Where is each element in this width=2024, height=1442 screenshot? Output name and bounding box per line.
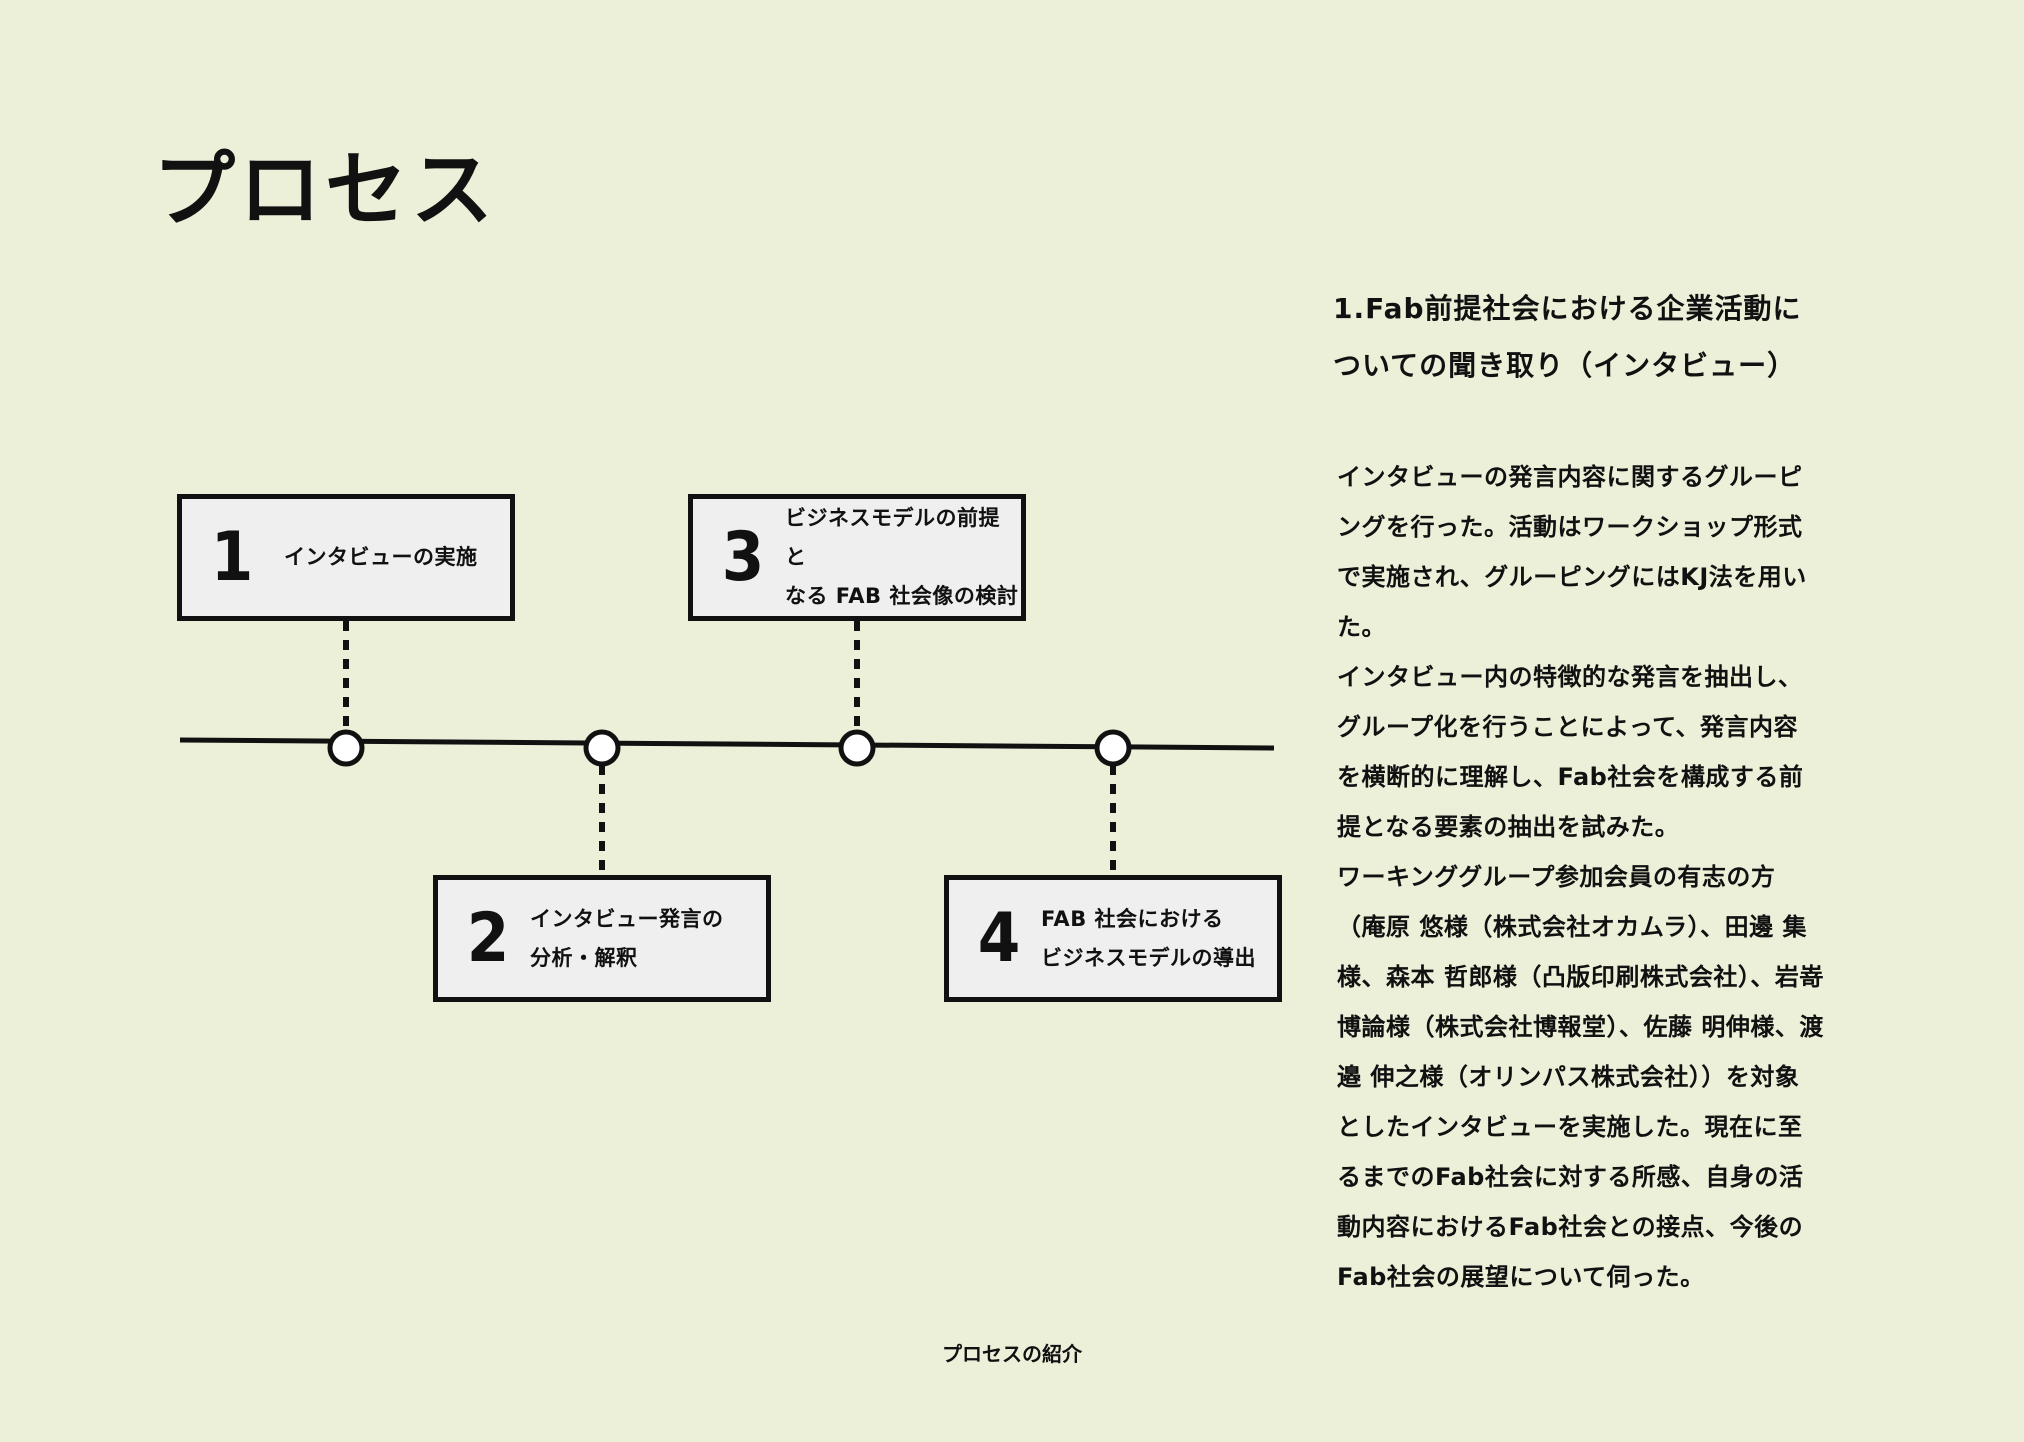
page-caption: プロセスの紹介 xyxy=(942,1342,1082,1366)
timeline-node-3 xyxy=(838,729,876,767)
step-label: インタビュー発言の 分析・解釈 xyxy=(530,906,724,970)
step-label: インタビューの実施 xyxy=(284,545,478,569)
step-label: ビジネスモデルの前提と なる FAB 社会像の検討 xyxy=(785,506,1019,608)
section-heading: 1.Fab前提社会における企業活動に ついての聞き取り（インタビュー） xyxy=(1333,292,1802,382)
step-box-4: 4 FAB 社会における ビジネスモデルの導出 xyxy=(944,875,1282,1002)
process-timeline: 1 インタビューの実施 2 インタビュー発言の 分析・解釈 3 ビジネスモデルの… xyxy=(177,494,1282,1002)
timeline-graphic xyxy=(179,621,1275,876)
step-box-3: 3 ビジネスモデルの前提と なる FAB 社会像の検討 xyxy=(688,494,1026,621)
page-title: プロセス xyxy=(153,143,498,238)
step-label: FAB 社会における ビジネスモデルの導出 xyxy=(1041,906,1256,970)
timeline-node-2 xyxy=(583,729,621,767)
step-number: 2 xyxy=(466,898,510,978)
description-panel: 1.Fab前提社会における企業活動に ついての聞き取り（インタビュー） インタビ… xyxy=(1333,280,1893,1302)
step-number: 3 xyxy=(721,517,765,597)
step-number: 4 xyxy=(977,898,1021,978)
timeline-node-4 xyxy=(1094,729,1132,767)
step-box-2: 2 インタビュー発言の 分析・解釈 xyxy=(433,875,771,1002)
timeline-node-1 xyxy=(327,729,365,767)
step-number: 1 xyxy=(210,517,254,597)
step-box-1: 1 インタビューの実施 xyxy=(177,494,515,621)
section-body: インタビューの発言内容に関するグルーピ ングを行った。活動はワークショップ形式 … xyxy=(1337,463,1824,1291)
